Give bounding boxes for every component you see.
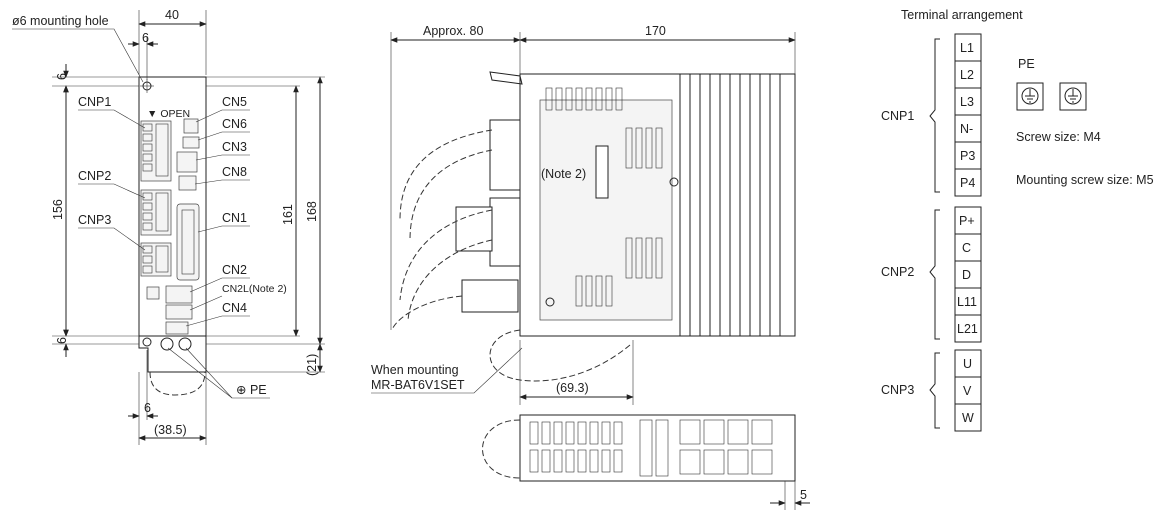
pin-l2: L2 [960, 68, 974, 82]
front-view: ▼ OPEN [12, 8, 325, 445]
open-label: ▼ OPEN [147, 108, 190, 120]
side-battery-plug [461, 279, 519, 313]
pin-l1: L1 [960, 41, 974, 55]
pe-heading: PE [1018, 57, 1035, 71]
dim-6-lower: 6 [144, 401, 151, 415]
cnp2-group: P+ C D L11 L21 CNP2 [881, 206, 982, 343]
cnp1-label: CNP1 [78, 95, 111, 109]
dim-170: 170 [645, 24, 666, 38]
heat-sink [679, 73, 796, 337]
pin-v: V [963, 384, 972, 398]
dim-40: 40 [165, 8, 179, 22]
pe-ground-icon-2 [1059, 82, 1087, 111]
cnp1-group: L1 L2 L3 N- P3 P4 CNP1 [881, 33, 982, 197]
cnp1-group-label: CNP1 [881, 109, 914, 123]
side-front-connector-upper [489, 119, 521, 191]
cnp2-label: CNP2 [78, 169, 111, 183]
cn1-connector [176, 203, 200, 281]
dim-38-5: (38.5) [154, 423, 187, 437]
pin-n: N- [960, 122, 973, 136]
dim-21: (21) [305, 354, 319, 376]
pe-label: ⊕ PE [236, 383, 267, 397]
cn8-connector [178, 175, 197, 191]
screw-size: Screw size: M4 [1016, 130, 1101, 144]
pin-l3: L3 [960, 95, 974, 109]
bottom-view-body [519, 414, 796, 482]
cnp3-label: CNP3 [78, 213, 111, 227]
cn4-connector [165, 321, 189, 335]
dim-6-bottom: 6 [55, 337, 69, 344]
bottom-flange [138, 336, 207, 373]
cn4-label: CN4 [222, 301, 247, 315]
mounting-hole-label: ø6 mounting hole [12, 14, 109, 28]
note2-label: (Note 2) [541, 167, 586, 181]
dim-161: 161 [281, 204, 295, 225]
dim-6-hole: 6 [142, 31, 149, 45]
pe-terminal [160, 337, 174, 351]
dim-69-3: (69.3) [556, 381, 589, 395]
dim-168: 168 [305, 201, 319, 222]
cn5-connector [183, 118, 199, 134]
terminal-arrangement: Terminal arrangement L1 L2 L3 N- P3 P4 C… [881, 8, 1154, 432]
pe-ground-icon [1016, 82, 1044, 111]
pin-c: C [962, 241, 971, 255]
side-front-connector-lower [489, 197, 521, 267]
status-display [146, 286, 160, 300]
cn6-connector [182, 136, 200, 149]
cn1-label: CN1 [222, 211, 247, 225]
cn6-label: CN6 [222, 117, 247, 131]
dim-5: 5 [800, 488, 807, 502]
mounting-screw-size: Mounting screw size: M5 [1016, 173, 1154, 187]
cn8-label: CN8 [222, 165, 247, 179]
cn3-connector [176, 151, 198, 173]
pin-u: U [963, 357, 972, 371]
pin-p3: P3 [960, 149, 975, 163]
cn2l-label: CN2L(Note 2) [222, 283, 287, 295]
pin-w: W [962, 411, 974, 425]
cn2-connector [165, 285, 193, 304]
when-mounting-label-2: MR-BAT6V1SET [371, 378, 465, 392]
cn5-label: CN5 [222, 95, 247, 109]
when-mounting-label-1: When mounting [371, 363, 459, 377]
cn2l-connector [165, 304, 193, 320]
pin-l21: L21 [957, 322, 978, 336]
dim-approx-80: Approx. 80 [423, 24, 484, 38]
cnp3-group: U V W CNP3 [881, 349, 982, 432]
dim-156: 156 [51, 199, 65, 220]
side-view: Approx. 80 170 (Note 2) [371, 24, 810, 510]
cnp2-group-label: CNP2 [881, 265, 914, 279]
side-battery-holder [595, 145, 609, 199]
pin-d: D [962, 268, 971, 282]
pin-l11: L11 [957, 295, 977, 309]
pin-p4: P4 [960, 176, 975, 190]
cn2-label: CN2 [222, 263, 247, 277]
dim-6-top: 6 [55, 73, 69, 80]
terminal-title: Terminal arrangement [901, 8, 1023, 22]
cnp3-group-label: CNP3 [881, 383, 914, 397]
cn3-label: CN3 [222, 140, 247, 154]
pin-pplus: P+ [959, 214, 975, 228]
